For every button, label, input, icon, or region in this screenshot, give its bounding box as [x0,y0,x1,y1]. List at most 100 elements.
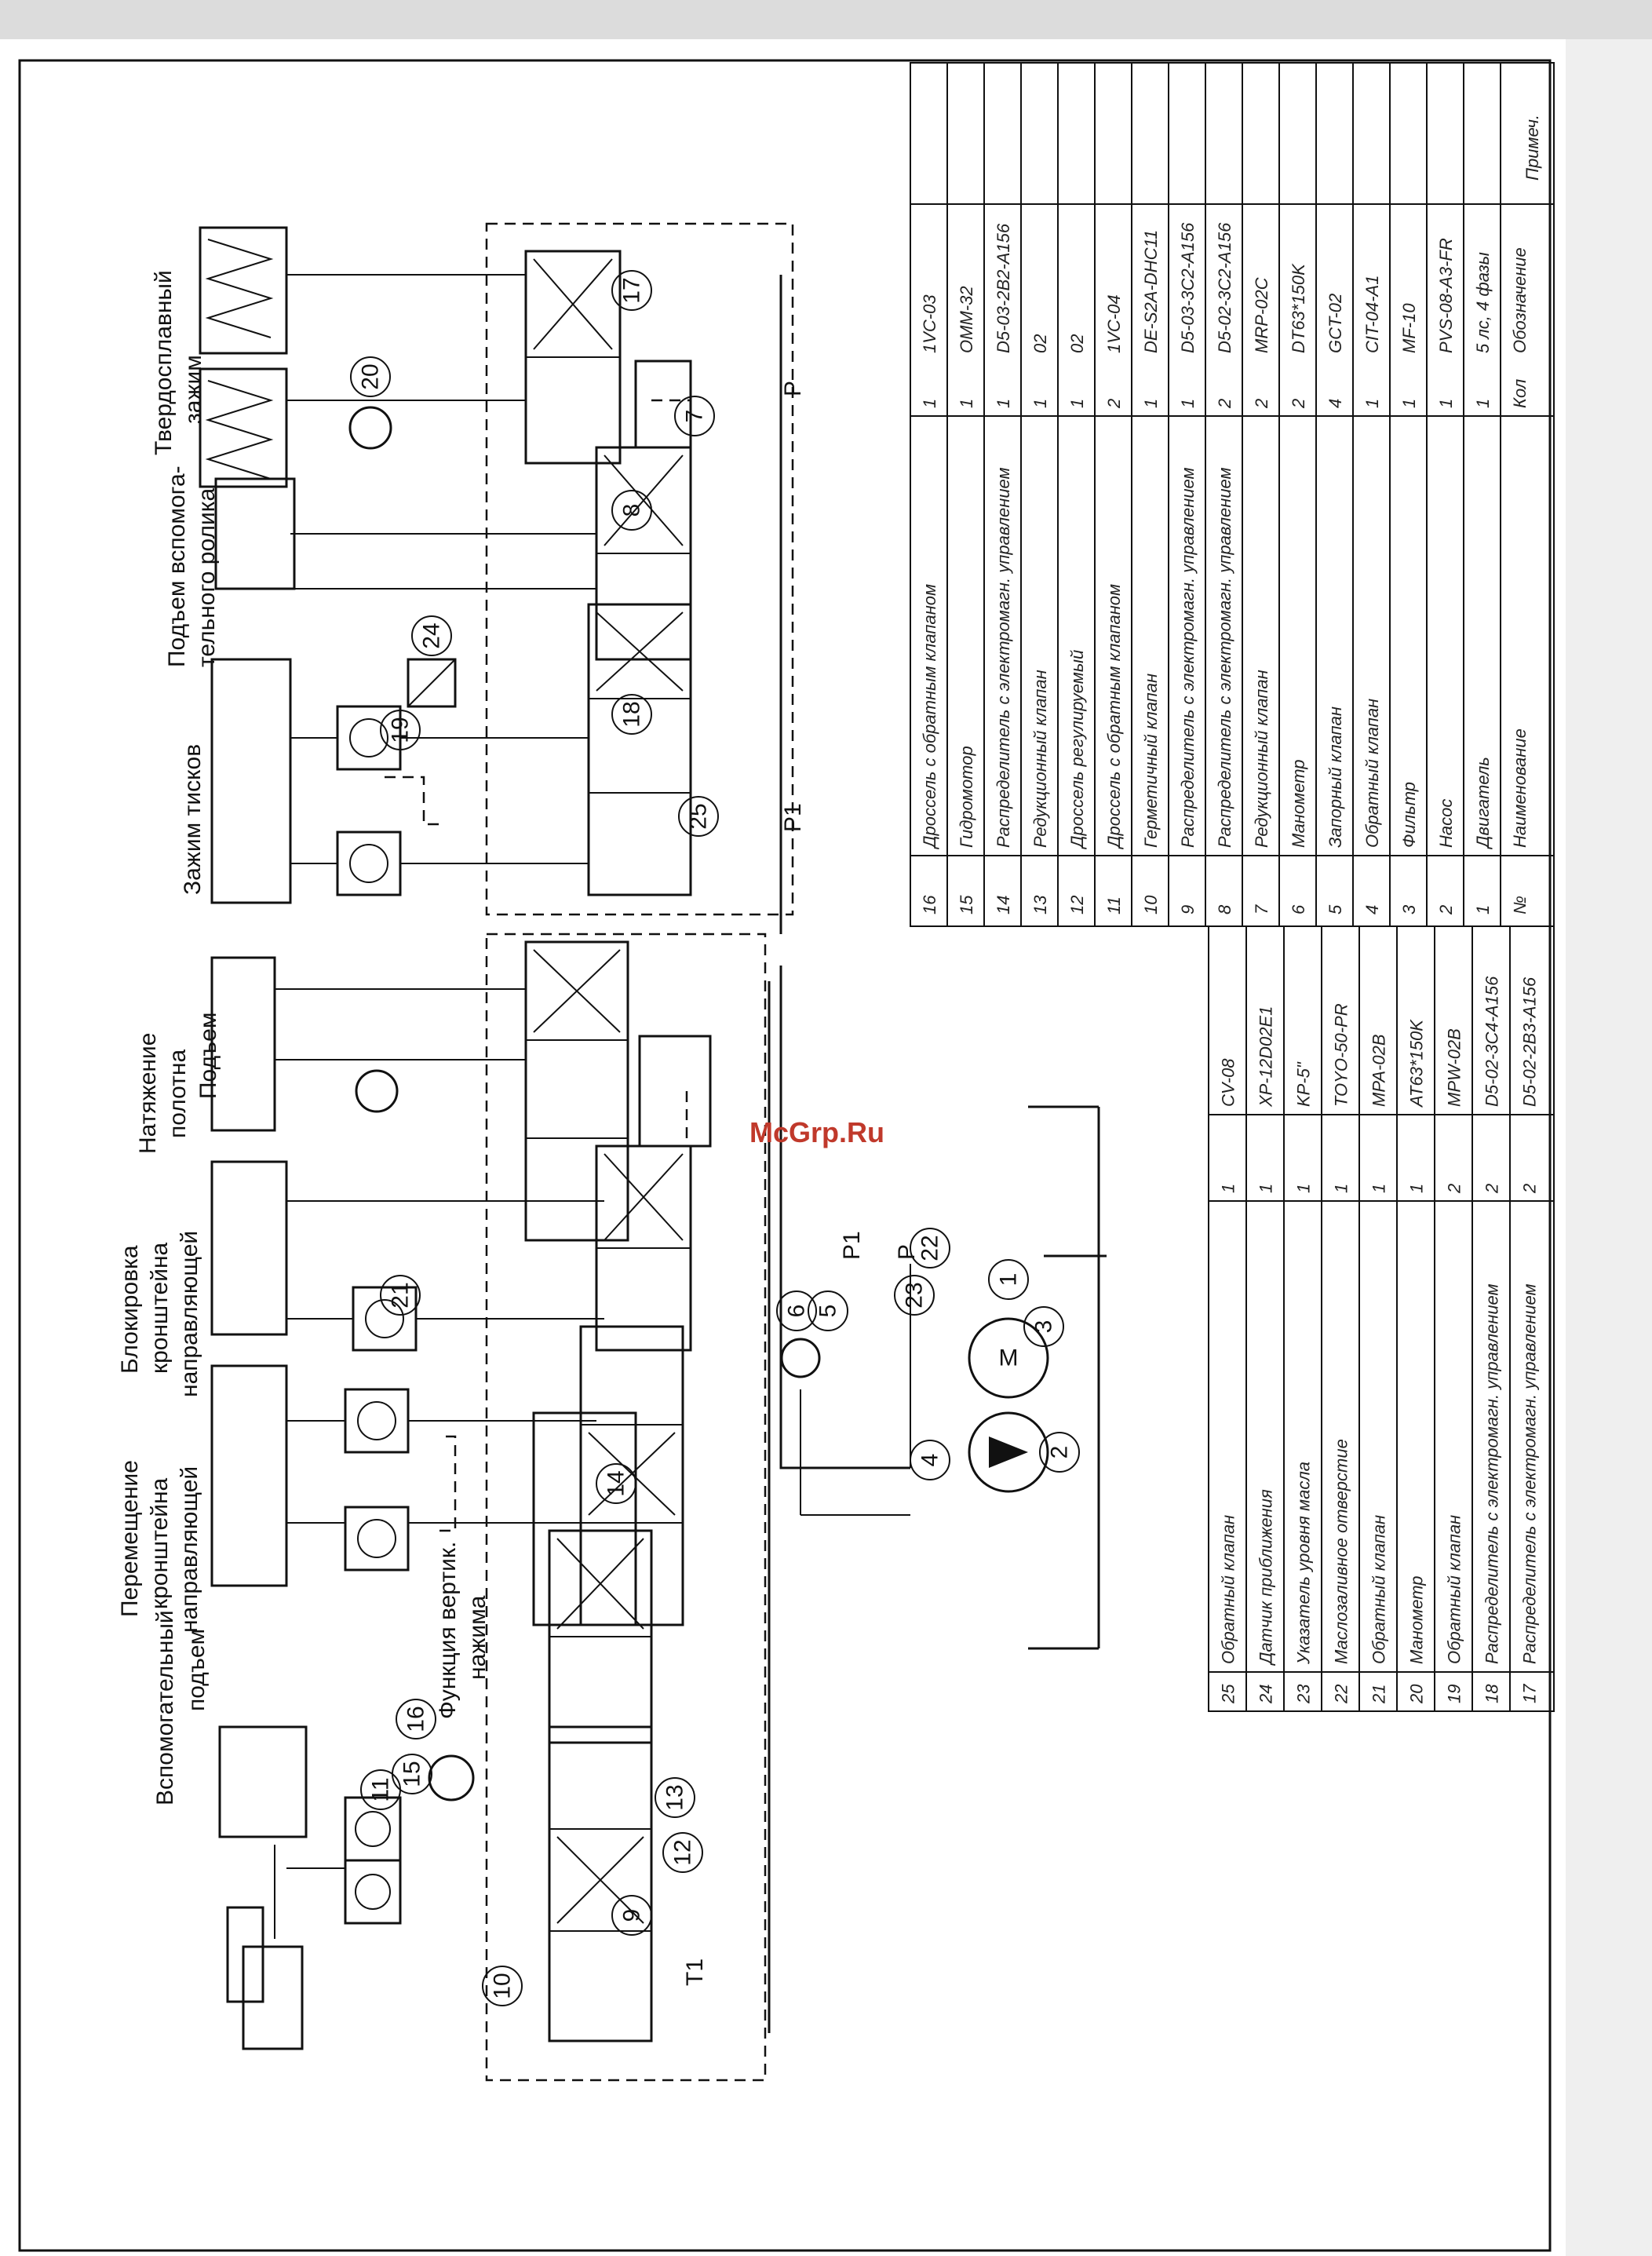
svg-text:12: 12 [670,1839,696,1865]
table-cell-qty: 1 [957,399,976,408]
table-cell-designation: DT63*150K [1289,263,1308,353]
component-bubble-1: 1 [988,1259,1029,1300]
spring-symbol-2 [205,380,274,480]
svg-text:20: 20 [358,363,384,389]
table-cell-num: 15 [957,895,976,914]
valve-7-lower [638,1035,712,1148]
cylinder-move-bracket [210,1364,288,1587]
table-cell-designation: MPA-02B [1369,1034,1389,1107]
table-cell-name: Наименование [1510,728,1530,848]
component-number-bubbles: 1234567891011121314151617181920212223242… [350,270,1080,2006]
label-move-bracket-2: кронштейна [147,1477,173,1609]
cylinder-aux-lift [218,1725,308,1838]
spring-symbol-1 [205,239,274,338]
table-cell-designation: 1VC-03 [920,294,939,353]
cylinder-block-bracket [210,1160,288,1336]
table-cell-designation: 02 [1030,334,1050,353]
pump-2 [968,1411,1049,1493]
cylinder-tension [210,956,276,1132]
table-cell-designation: GCT-02 [1326,294,1345,353]
table-cell-name: Манометр [1407,1575,1427,1664]
table-cell-num: 21 [1369,1685,1389,1704]
table-cell-num: 3 [1399,904,1419,914]
table-cell-name: Гидромотор [957,746,976,848]
sheet-frame [18,59,1552,2252]
table-cell-designation: D5-02-3C2-A156 [1215,222,1234,353]
table-cell-name: Датчик приближения [1256,1489,1276,1666]
label-block-bracket-2: кронштейна [147,1242,173,1374]
table-cell-name: Обратный клапан [1445,1515,1464,1664]
table-cell-designation: D5-02-2B3-A156 [1520,977,1540,1107]
table-cell-qty: 1 [1030,399,1050,408]
table-cell-num: 7 [1252,904,1271,914]
valve-18-lower [579,1325,684,1626]
gauge-tension [355,1069,399,1113]
table-cell-num: 2 [1436,905,1456,915]
table-cell-num: 17 [1520,1684,1540,1703]
table-cell-designation: CIT-04-A1 [1362,276,1382,353]
table-cell-num: 25 [1219,1684,1238,1704]
pump-triangle [989,1436,1028,1468]
table-cell-num: 5 [1326,904,1345,914]
svg-text:3: 3 [1031,1320,1057,1334]
label-aux-lift-1: Вспомогательный [152,1610,178,1805]
table-cell-designation: 1VC-04 [1104,294,1124,353]
table-cell-num: 6 [1289,904,1308,914]
table-cell-qty: 2 [1482,1184,1502,1194]
table-cell-num: 20 [1407,1684,1427,1704]
table-cell-qty: 1 [1219,1184,1238,1193]
watermark: McGrp.Ru [749,1116,884,1148]
valve-7-upper [634,360,692,449]
table-cell-name: Фильтр [1399,782,1419,848]
svg-text:1: 1 [996,1273,1022,1287]
table-cell-qty: 1 [1399,399,1419,408]
table-cell-qty: 1 [1436,399,1456,408]
svg-text:2: 2 [1047,1446,1073,1459]
label-carbide-clamp-1: Твердосплавный [151,270,177,455]
table-cell-designation: CV-08 [1219,1058,1238,1107]
table-cell-name: Распределитель с электромагн. управление… [1215,467,1234,848]
table-cell-name: Герметичный клапан [1141,674,1161,848]
function-labels: Подъем Вспомогательный подъем Функция ве… [117,270,490,1805]
svg-text:10: 10 [490,1973,516,1999]
table-cell-designation: 02 [1067,334,1087,353]
component-bubble-24: 24 [411,615,452,656]
viewer-top-bar [0,0,1652,39]
valve-8-lower [524,940,629,1242]
table-cell-qty: Кол [1510,379,1530,408]
svg-text:15: 15 [399,1761,425,1787]
proximity-sensor-24 [407,658,457,708]
table-cell-qty: 2 [1520,1184,1540,1194]
cylinder-vice [210,658,292,904]
table-cell-num: № [1510,896,1530,914]
table-cell-name: Редукционный клапан [1252,670,1271,848]
svg-text:23: 23 [902,1282,928,1308]
component-bubble-18: 18 [611,694,652,735]
port-p: P [780,381,806,396]
table-cell-designation: AT63*150K [1407,1019,1427,1108]
table-cell-num: 1 [1473,905,1493,914]
component-bubble-6: 6 [776,1290,817,1331]
valve-9 [548,1725,653,2042]
label-tension-1: Натяжение [135,1033,161,1154]
table-cell-qty: 2 [1215,399,1234,409]
table-cell-name: Распределитель с электромагн. управление… [1482,1283,1502,1664]
table-cell-name: Распределитель с электромагн. управление… [994,467,1013,848]
component-bubble-9: 9 [611,1895,652,1936]
component-bubble-15: 15 [392,1754,432,1794]
table-cell-num: 24 [1256,1685,1276,1704]
table-cell-qty: 2 [1252,399,1271,409]
label-vert-press-1: Функция вертик. [435,1542,461,1719]
hydromotor-15 [428,1754,475,1802]
gauge-6 [780,1338,821,1378]
table-cell-name: Двигатель [1473,757,1493,850]
drawing-sheet: Подъем Вспомогательный подъем Функция ве… [16,39,1566,2256]
component-bubble-12: 12 [662,1832,703,1873]
table-cell-num: 4 [1362,905,1382,914]
table-cell-qty: 1 [1141,399,1161,408]
table-cell-qty: 1 [1294,1184,1314,1193]
table-cell-name: Распределитель с электромагн. управление… [1178,467,1198,848]
table-cell-num: 10 [1141,895,1161,914]
label-lift: Подъем [195,1013,221,1100]
